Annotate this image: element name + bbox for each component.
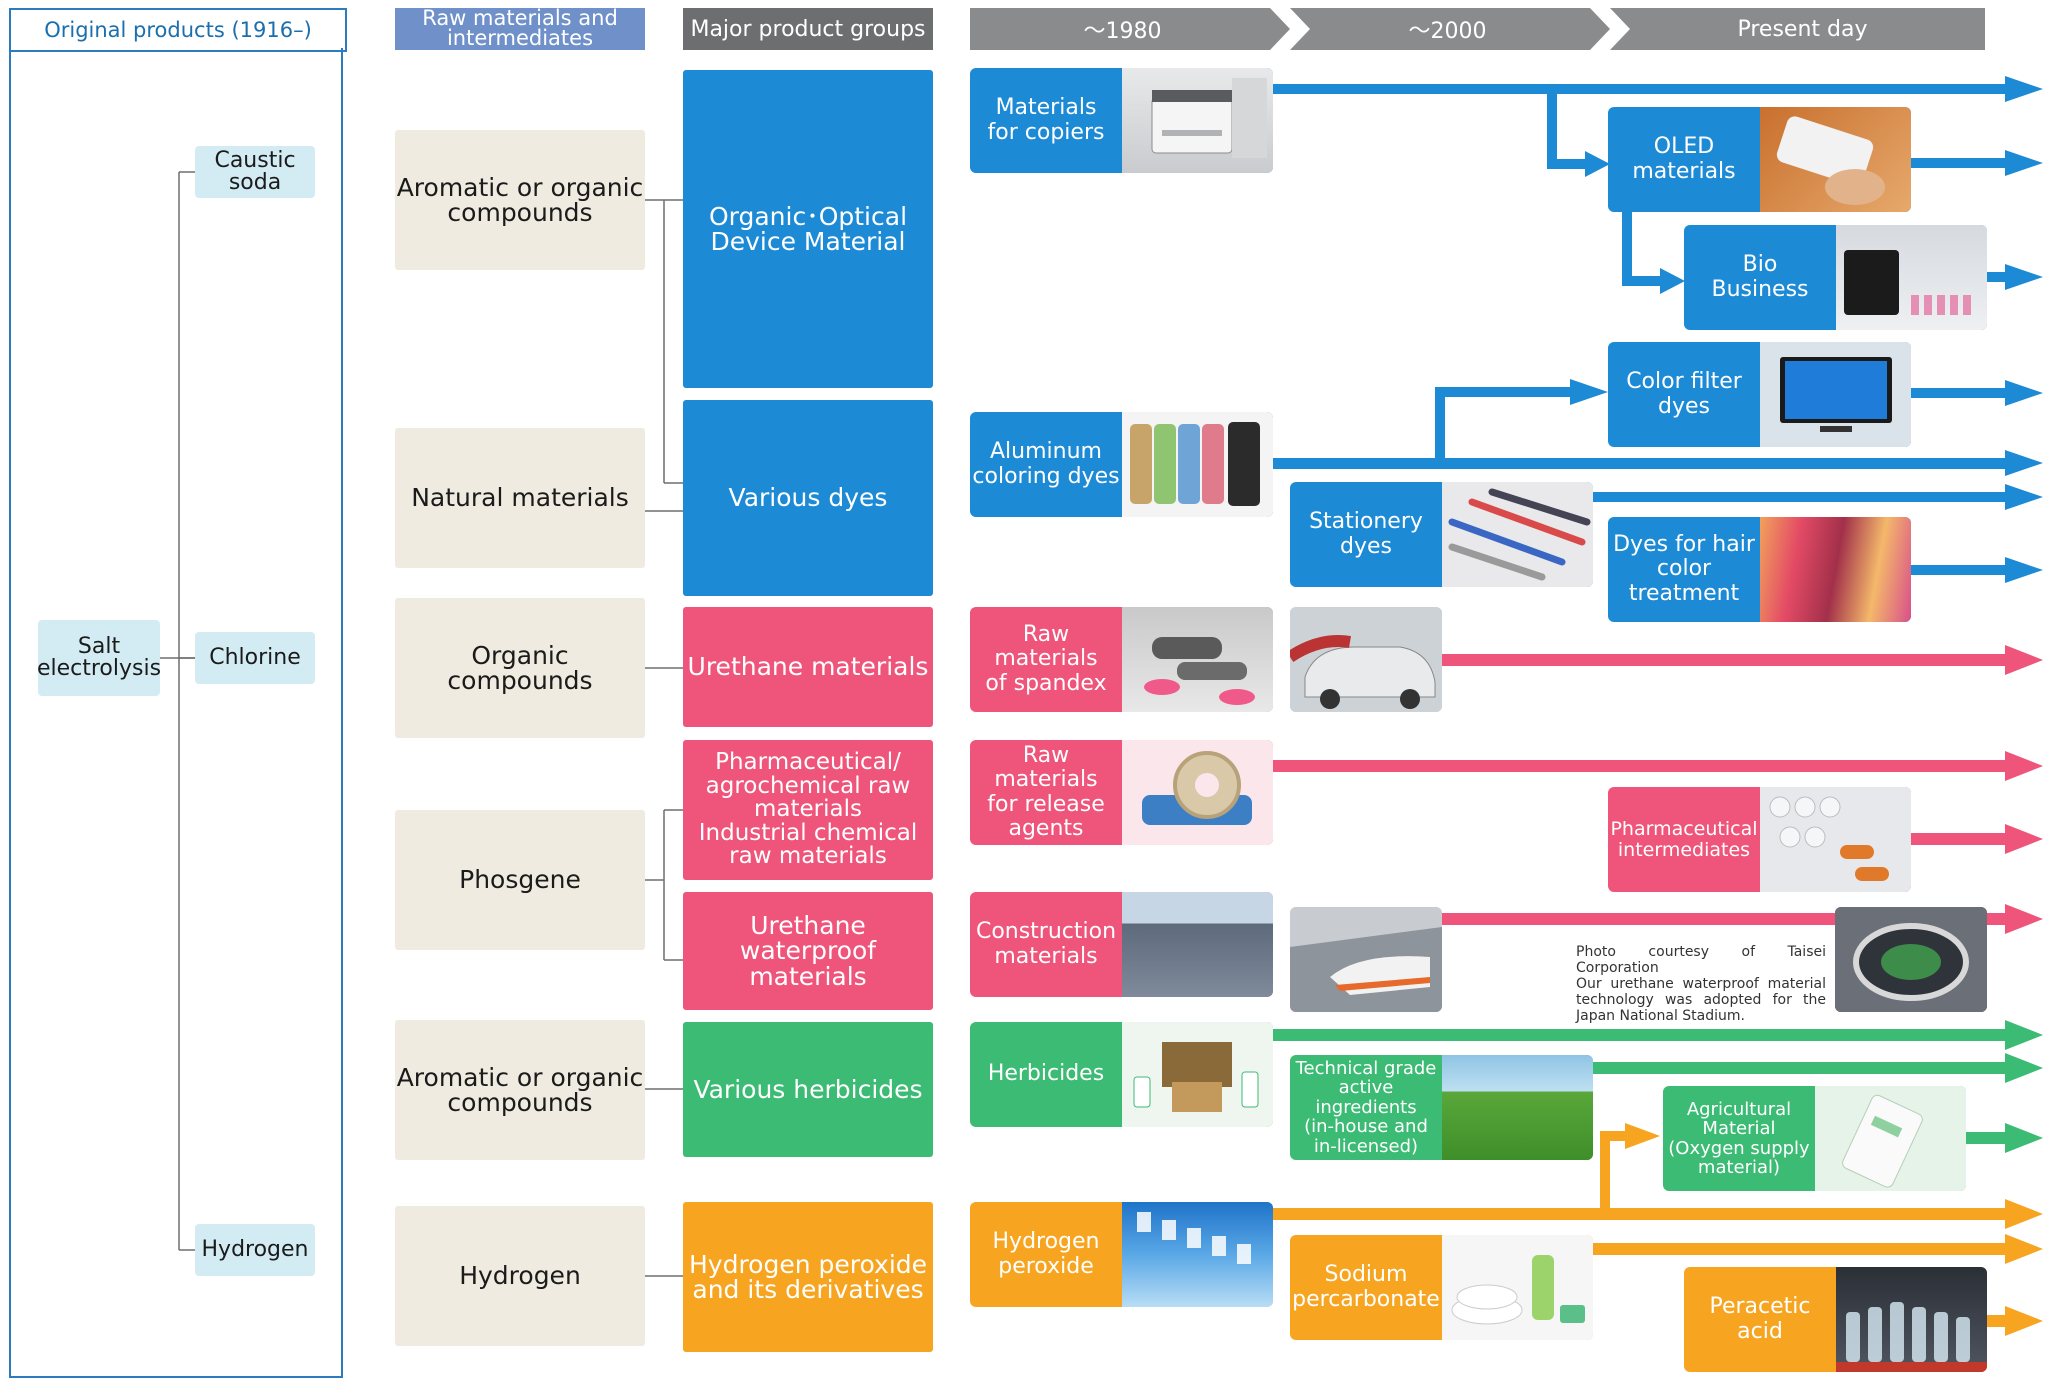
rooftop-photo-icon — [1122, 892, 1273, 997]
group-urethane-materials: Urethane materials — [683, 607, 933, 727]
tape-dispenser-photo-icon — [1122, 740, 1273, 845]
card-label: Materials for copiers — [987, 95, 1105, 145]
group-various-herbicides: Various herbicides — [683, 1022, 933, 1157]
header-major-product-groups: Major product groups — [683, 8, 933, 50]
bio-kit-photo-icon — [1836, 225, 1987, 330]
header-original-products: Original products (1916–) — [9, 8, 347, 52]
card-hydrogen-peroxide: Hydrogen peroxide — [970, 1202, 1273, 1307]
card-color-filter-dyes: Color filter dyes — [1608, 342, 1911, 447]
raw-phosgene: Phosgene — [395, 810, 645, 950]
era-chevron-present — [1610, 8, 1985, 50]
group-urethane-waterproof: Urethane waterproof materials — [683, 892, 933, 1010]
raw-aromatic-organic-1: Aromatic or organic compounds — [395, 130, 645, 270]
card-label: Raw materials of spandex — [985, 622, 1107, 696]
card-label: Pharmaceutical intermediates — [1610, 817, 1758, 861]
photo-credit-note: Photo courtesy of Taisei Corporation Our… — [1576, 944, 1826, 1025]
oxygen-bag-photo-icon — [1815, 1086, 1966, 1191]
group-organic-optical-device: Organic･Optical Device Material — [683, 70, 933, 388]
card-label: Raw materials for release agents — [987, 743, 1105, 841]
card-label: Herbicides — [987, 1061, 1105, 1087]
orange-arrows — [1270, 1123, 2043, 1336]
card-materials-for-copiers: Materials for copiers — [970, 68, 1273, 173]
dishes-photo-icon — [1442, 1235, 1593, 1340]
era-chevron-2000 — [1290, 8, 1610, 50]
hydrogen-origin-box: Hydrogen — [195, 1224, 315, 1276]
green-field-photo-icon — [1442, 1055, 1593, 1160]
original-products-panel — [9, 48, 343, 1378]
card-label: Bio Business — [1711, 252, 1809, 302]
card-agricultural-material: Agricultural Material (Oxygen supply mat… — [1663, 1086, 1966, 1191]
card-sodium-percarbonate: Sodium percarbonate — [1290, 1235, 1593, 1340]
blue-arrows — [1270, 76, 2043, 583]
colored-phones-photo-icon — [1122, 412, 1273, 517]
card-label: Stationery dyes — [1309, 509, 1423, 559]
card-stationery-dyes: Stationery dyes — [1290, 482, 1593, 587]
card-label: OLED materials — [1632, 134, 1736, 184]
green-arrows — [1270, 1020, 2043, 1153]
train-photo-icon — [1290, 907, 1442, 1012]
card-label: Sodium percarbonate — [1292, 1262, 1440, 1312]
raw-organic-compounds: Organic compounds — [395, 598, 645, 738]
card-technical-grade-ingredients: Technical grade active ingredients (in-h… — [1290, 1055, 1593, 1160]
era-label-1980: ～1980 — [1083, 19, 1162, 44]
card-label: Aluminum coloring dyes — [972, 439, 1120, 489]
card-label: Dyes for hair color treatment — [1613, 532, 1755, 606]
tv-photo-icon — [1760, 342, 1911, 447]
card-pharmaceutical-intermediates: Pharmaceutical intermediates — [1608, 787, 1911, 892]
pens-photo-icon — [1442, 482, 1593, 587]
hair-photo-icon — [1760, 517, 1911, 622]
era-chevron-1980 — [970, 8, 1290, 50]
tablets-photo-icon — [1760, 787, 1911, 892]
era-label-2000: ～2000 — [1408, 19, 1487, 44]
salt-electrolysis-box: Salt electrolysis — [37, 620, 161, 696]
original-tree-lines — [158, 171, 683, 1277]
card-label: Agricultural Material (Oxygen supply mat… — [1668, 1098, 1810, 1178]
runner-photo-icon — [1122, 607, 1273, 712]
card-construction-materials: Construction materials — [970, 892, 1273, 997]
header-raw-materials: Raw materials and intermediates — [395, 8, 645, 50]
card-label: Construction materials — [975, 919, 1117, 969]
copier-photo-icon — [1122, 68, 1273, 173]
cars-photo-icon — [1290, 607, 1442, 712]
group-pharma-agro-industrial: Pharmaceutical/ agrochemical raw materia… — [683, 740, 933, 880]
group-various-dyes: Various dyes — [683, 400, 933, 596]
caustic-soda-box: Caustic soda — [195, 146, 315, 198]
pink-arrows — [1270, 645, 2043, 934]
card-peracetic-acid: Peracetic acid — [1684, 1267, 1987, 1372]
card-label: Hydrogen peroxide — [992, 1229, 1100, 1279]
bottles-photo-icon — [1836, 1267, 1987, 1372]
raw-aromatic-organic-2: Aromatic or organic compounds — [395, 1020, 645, 1160]
era-label-present: Present day — [1737, 16, 1868, 42]
card-spandex-raw-materials: Raw materials of spandex — [970, 607, 1273, 712]
raw-natural-materials: Natural materials — [395, 428, 645, 568]
card-release-agent-raw-materials: Raw materials for release agents — [970, 740, 1273, 845]
card-label: Peracetic acid — [1709, 1294, 1811, 1344]
herbicide-products-photo-icon — [1122, 1022, 1273, 1127]
card-label: Color filter dyes — [1626, 369, 1742, 419]
card-hair-color-dyes: Dyes for hair color treatment — [1608, 517, 1911, 622]
card-aluminum-coloring-dyes: Aluminum coloring dyes — [970, 412, 1273, 517]
card-bio-business: Bio Business — [1684, 225, 1987, 330]
smartphone-photo-icon — [1760, 107, 1911, 212]
chlorine-box: Chlorine — [195, 632, 315, 684]
card-label: Technical grade active ingredients (in-h… — [1295, 1057, 1437, 1157]
raw-hydrogen: Hydrogen — [395, 1206, 645, 1346]
blue-sky-photo-icon — [1122, 1202, 1273, 1307]
card-oled-materials: OLED materials — [1608, 107, 1911, 212]
group-hydrogen-peroxide: Hydrogen peroxide and its derivatives — [683, 1202, 933, 1352]
card-herbicides: Herbicides — [970, 1022, 1273, 1127]
stadium-photo-icon — [1835, 907, 1987, 1012]
